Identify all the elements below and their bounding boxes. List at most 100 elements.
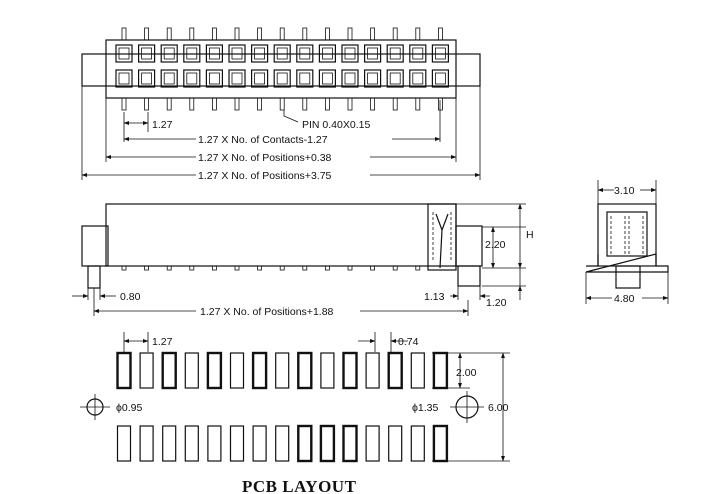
contact-cell-upper bbox=[409, 44, 427, 63]
pin-size-label: PIN 0.40X0.15 bbox=[302, 119, 370, 131]
top-view: PIN 0.40X0.15 1.27 1.27 X No. of Contact… bbox=[81, 27, 481, 182]
top-view-flange bbox=[81, 53, 481, 87]
pcb-pad bbox=[432, 351, 449, 390]
contact-hole-lower bbox=[344, 72, 356, 85]
pin-top bbox=[257, 27, 263, 41]
pcb-pad bbox=[162, 425, 177, 462]
pin-stub bbox=[189, 265, 195, 271]
pin-bottom bbox=[415, 97, 421, 111]
height-lower-label: 2.20 bbox=[485, 239, 506, 251]
contact-hole-lower bbox=[208, 72, 220, 85]
side-section-hatch bbox=[432, 212, 452, 262]
pcb-pad bbox=[275, 352, 290, 389]
contact-hole-upper bbox=[299, 47, 311, 60]
pin-bottom bbox=[279, 97, 285, 111]
top-pitch-label: 1.27 bbox=[152, 119, 173, 131]
contact-cell-lower bbox=[273, 69, 291, 88]
contact-hole-lower bbox=[299, 72, 311, 85]
contact-hole-upper bbox=[344, 47, 356, 60]
tail-label: 1.20 bbox=[486, 297, 507, 309]
contact-hole-upper bbox=[208, 47, 220, 60]
contact-cell-upper bbox=[251, 44, 269, 63]
contact-hole-lower bbox=[254, 72, 266, 85]
pin-bottom bbox=[347, 97, 353, 111]
pin-bottom bbox=[324, 97, 330, 111]
pin-stub bbox=[370, 265, 376, 271]
pos375-dim-label: 1.27 X No. of Positions+3.75 bbox=[198, 170, 332, 182]
contact-hole-upper bbox=[367, 47, 379, 60]
contact-hole-lower bbox=[389, 72, 401, 85]
end-cavity bbox=[606, 211, 648, 257]
pcb-pad bbox=[207, 425, 222, 462]
pcb-pad bbox=[252, 425, 267, 462]
contact-hole-lower bbox=[367, 72, 379, 85]
pin-top bbox=[279, 27, 285, 41]
top-view-pins bbox=[121, 27, 443, 111]
pin-bottom bbox=[234, 97, 240, 111]
pcb-pad bbox=[410, 425, 425, 462]
contact-cell-lower bbox=[318, 69, 336, 88]
contact-hole-upper bbox=[412, 47, 424, 60]
end-view: 3.10 4.80 bbox=[585, 180, 669, 305]
top-view-contact-cells bbox=[115, 44, 449, 88]
pad-width-label: 0.74 bbox=[398, 336, 419, 348]
pcb-pads-top-row bbox=[116, 351, 449, 390]
pcb-pad bbox=[116, 351, 132, 390]
contact-cell-upper bbox=[296, 44, 314, 63]
contact-cell-lower bbox=[296, 69, 314, 88]
pcb-pad bbox=[184, 352, 199, 389]
pin-top bbox=[437, 27, 443, 41]
end-post bbox=[615, 265, 641, 289]
pin-bottom bbox=[166, 97, 172, 111]
pin-stub bbox=[415, 265, 421, 271]
contact-hole-upper bbox=[163, 47, 175, 60]
pin-stub bbox=[121, 265, 127, 271]
side-view: H 2.20 0.80 1.13 1.20 1.27 X No. of Posi… bbox=[72, 203, 534, 318]
contact-cell-lower bbox=[386, 69, 404, 88]
pin-stub bbox=[347, 265, 353, 271]
pin-top bbox=[392, 27, 398, 41]
side-body bbox=[105, 203, 457, 267]
contact-hole-lower bbox=[163, 72, 175, 85]
side-right-tab bbox=[455, 225, 483, 267]
pad-length-label: 2.00 bbox=[456, 367, 477, 379]
pcb-pad bbox=[229, 425, 245, 462]
pin-top bbox=[324, 27, 330, 41]
contact-cell-upper bbox=[273, 44, 291, 63]
pcb-pad bbox=[116, 425, 132, 462]
pin-stub bbox=[144, 265, 150, 271]
contact-cell-upper bbox=[341, 44, 359, 63]
contact-cell-lower bbox=[431, 69, 449, 88]
pcb-pad bbox=[320, 352, 335, 389]
pin-leader bbox=[283, 110, 299, 123]
pcb-pad bbox=[184, 425, 199, 462]
contact-cell-lower bbox=[138, 69, 156, 88]
pin-bottom bbox=[211, 97, 217, 111]
pin-bottom bbox=[189, 97, 195, 111]
contact-cell-lower bbox=[183, 69, 201, 88]
pin-top bbox=[234, 27, 240, 41]
pcb-layout: ϕ0.95 ϕ1.35 1.27 0.74 2.00 6.00 PCB LAYO… bbox=[80, 332, 510, 494]
contact-cell-lower bbox=[115, 69, 133, 88]
pin-top bbox=[211, 27, 217, 41]
contact-hole-lower bbox=[321, 72, 333, 85]
top-width-label: 3.10 bbox=[614, 185, 635, 197]
pcb-pad bbox=[206, 351, 223, 390]
pcb-pad bbox=[297, 424, 313, 463]
pcb-pad bbox=[275, 425, 290, 462]
contact-cell-lower bbox=[409, 69, 427, 88]
pin-stub bbox=[302, 265, 308, 271]
pin-bottom bbox=[370, 97, 376, 111]
offset-left-label: 0.80 bbox=[120, 291, 141, 303]
pcb-pad bbox=[229, 352, 245, 389]
pcb-pad bbox=[251, 351, 268, 390]
contacts-dim-label: 1.27 X No. of Contacts-1.27 bbox=[198, 134, 328, 146]
contact-cell-lower bbox=[364, 69, 382, 88]
pcb-pad bbox=[139, 425, 154, 462]
contact-hole-upper bbox=[321, 47, 333, 60]
pin-bottom bbox=[121, 97, 127, 111]
contact-hole-upper bbox=[434, 47, 446, 60]
pin-top bbox=[166, 27, 172, 41]
pcb-pad bbox=[387, 351, 403, 390]
